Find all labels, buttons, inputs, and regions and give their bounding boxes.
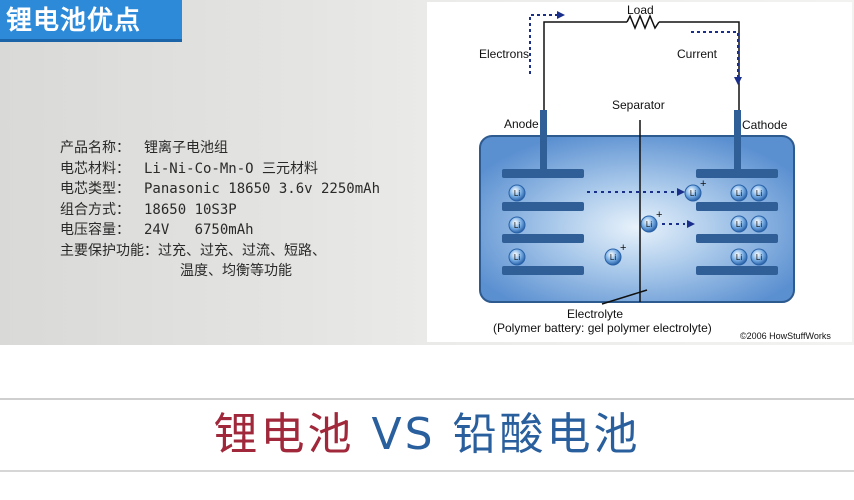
- label-electrolyte-note: (Polymer battery: gel polymer electrolyt…: [493, 321, 712, 335]
- spec-label: 产品名称：: [60, 140, 130, 156]
- svg-text:+: +: [656, 209, 662, 221]
- anode-plates: [502, 169, 584, 275]
- svg-text:Li: Li: [514, 221, 520, 230]
- label-anode: Anode: [504, 117, 539, 131]
- svg-text:Li: Li: [736, 189, 742, 198]
- li-ion: Li: [750, 184, 768, 202]
- cathode-terminal: [734, 110, 741, 176]
- spec-row: 电芯材料： Li-Ni-Co-Mn-O 三元材料: [60, 159, 380, 180]
- li-ion: Li: [750, 248, 768, 266]
- svg-text:Li: Li: [756, 253, 762, 262]
- svg-text:Li: Li: [514, 189, 520, 198]
- anode-terminal: [540, 110, 547, 176]
- spec-label: 电芯材料：: [60, 160, 130, 177]
- svg-text:Li: Li: [756, 220, 762, 229]
- label-cathode: Cathode: [742, 118, 788, 132]
- svg-text:Li: Li: [756, 189, 762, 198]
- li-ion: Li: [508, 248, 526, 266]
- heading-part-lead-acid: 铅酸电池: [452, 409, 641, 460]
- li-ion: Li: [684, 184, 702, 202]
- spec-row: 组合方式： 18650 10S3P: [60, 200, 380, 221]
- li-ion: Li: [730, 184, 748, 202]
- label-load: Load: [627, 3, 654, 17]
- spec-value: 24V 6750mAh: [144, 222, 254, 238]
- load-resistor: [626, 14, 660, 30]
- li-ion: Li: [508, 184, 526, 202]
- ion-flow-arrowheads: [677, 188, 695, 228]
- electrolyte-pointer: [601, 289, 648, 305]
- spec-row: 电芯类型： Panasonic 18650 3.6v 2250mAh: [60, 179, 380, 200]
- spec-value: Li-Ni-Co-Mn-O 三元材料: [144, 160, 319, 177]
- spec-value: 锂离子电池组: [144, 140, 228, 156]
- cell-body: [479, 135, 795, 303]
- label-current: Current: [677, 47, 718, 61]
- battery-diagram: Load Electrons Current Separator Anode C…: [427, 2, 852, 342]
- heading-vs: VS: [354, 409, 453, 460]
- spec-label: 组合方式：: [60, 201, 130, 218]
- li-ion: Li: [640, 215, 658, 233]
- comparison-heading: 锂电池 VS 铅酸电池: [0, 400, 854, 470]
- svg-text:Li: Li: [646, 220, 652, 229]
- svg-text:Li: Li: [736, 253, 742, 262]
- spec-row: 产品名称： 锂离子电池组: [60, 138, 380, 159]
- spec-row: 主要保护功能：过充、过充、过流、短路、: [60, 241, 380, 262]
- spec-row: 电压容量： 24V 6750mAh: [60, 220, 380, 241]
- svg-text:Li: Li: [736, 220, 742, 229]
- svg-text:+: +: [620, 242, 626, 254]
- divider: [0, 398, 854, 400]
- copyright-text: ©2006 HowStuffWorks: [740, 331, 831, 341]
- spec-label: 电芯类型：: [60, 181, 130, 197]
- cathode-plates: [696, 169, 778, 275]
- wire-left: [543, 21, 627, 110]
- ion-charges: + + +: [620, 178, 706, 254]
- battery-diagram-svg: Load Electrons Current Separator Anode C…: [479, 3, 831, 341]
- li-ion: Li: [730, 215, 748, 233]
- li-ion: Li: [604, 248, 622, 266]
- electrons-arrowhead: [557, 11, 565, 19]
- svg-text:Li: Li: [514, 253, 520, 262]
- spec-value: 过充、过充、过流、短路、: [158, 242, 326, 259]
- spec-value: 18650 10S3P: [144, 201, 237, 218]
- wire-right: [659, 21, 740, 110]
- ion-flow-arrows: [587, 191, 685, 225]
- current-arrowhead: [734, 77, 742, 85]
- spec-value: Panasonic 18650 3.6v 2250mAh: [144, 181, 381, 197]
- spec-label: 电压容量：: [60, 222, 130, 238]
- spec-continuation: 温度、均衡等功能: [180, 263, 292, 279]
- li-ions: Li Li Li Li Li Li Li Li Li Li Li Li: [508, 184, 768, 266]
- heading-part-lithium: 锂电池: [213, 409, 355, 460]
- spec-label: 主要保护功能：: [60, 242, 158, 259]
- svg-text:Li: Li: [610, 253, 616, 262]
- svg-text:Li: Li: [690, 189, 696, 198]
- spec-list: 产品名称： 锂离子电池组 电芯材料： Li-Ni-Co-Mn-O 三元材料 电芯类型…: [60, 138, 380, 282]
- label-electrons: Electrons: [479, 47, 529, 61]
- label-electrolyte: Electrolyte: [567, 307, 623, 321]
- svg-text:+: +: [700, 178, 706, 190]
- li-ion: Li: [508, 216, 526, 234]
- title-badge: 锂电池优点: [0, 0, 182, 42]
- li-ion: Li: [730, 248, 748, 266]
- li-ion: Li: [750, 215, 768, 233]
- electrons-arrow: [529, 14, 557, 74]
- bottom-divider: [0, 470, 854, 472]
- label-separator: Separator: [612, 98, 665, 112]
